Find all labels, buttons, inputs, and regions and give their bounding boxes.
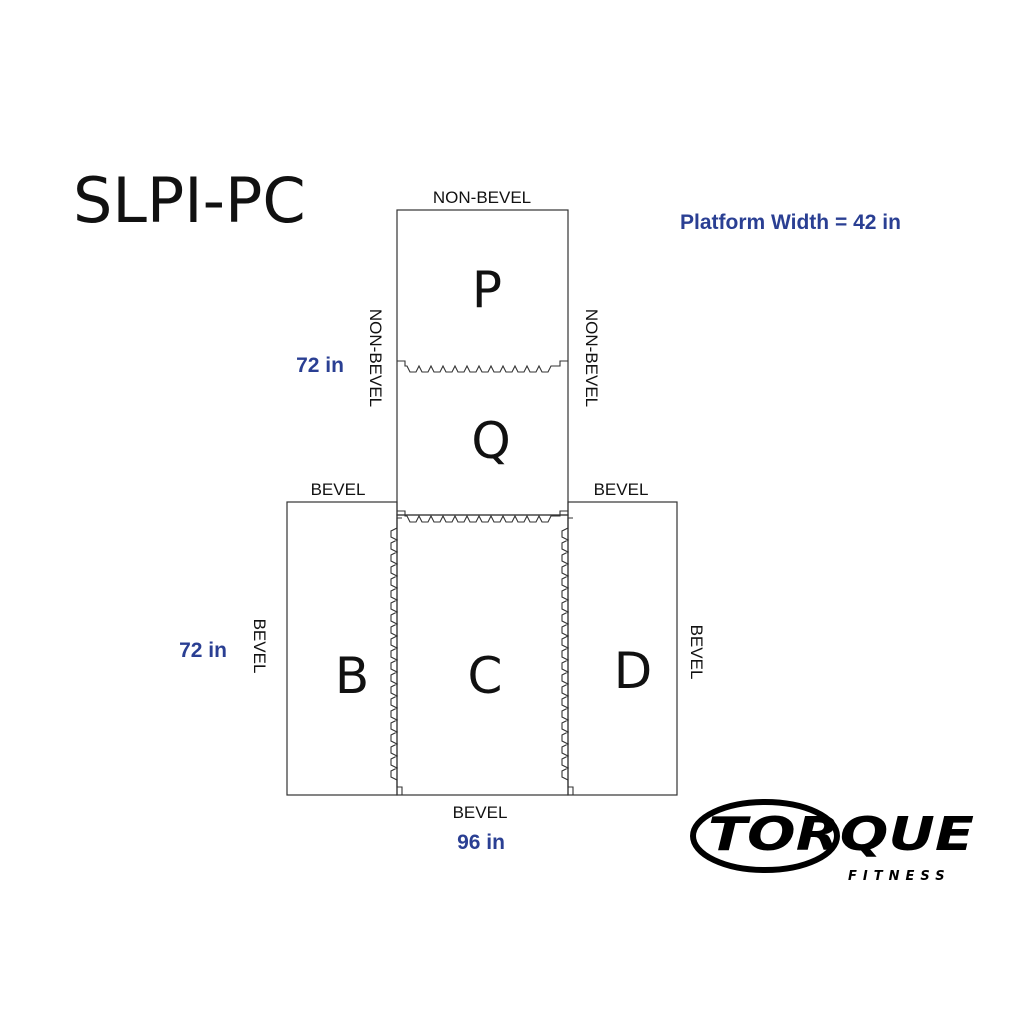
bevel-bottom-label: BEVEL bbox=[453, 803, 508, 822]
platform-width-label: Platform Width = 42 in bbox=[680, 211, 901, 234]
tile-c-label: C bbox=[468, 647, 503, 705]
logo-swoosh bbox=[690, 799, 840, 873]
top-edge-label: NON-BEVEL bbox=[433, 188, 531, 207]
lower-dimension: 72 in bbox=[179, 639, 227, 662]
tile-p-label: P bbox=[472, 261, 502, 319]
interlock-seams bbox=[390, 360, 574, 795]
bevel-left-side-label: BEVEL bbox=[250, 619, 269, 674]
page-title: SLPI-PC bbox=[73, 164, 306, 237]
logo-wordmark: TORQUE bbox=[708, 807, 974, 861]
bottom-dimension: 96 in bbox=[457, 831, 505, 854]
logo-subtitle: FITNESS bbox=[848, 869, 951, 884]
torque-fitness-logo: TORQUE FITNESS bbox=[690, 799, 974, 884]
tile-b-label: B bbox=[335, 647, 369, 705]
bevel-right-side-label: BEVEL bbox=[687, 625, 706, 680]
bevel-left-top-label: BEVEL bbox=[311, 480, 366, 499]
tile-d-label: D bbox=[614, 642, 653, 700]
upper-dimension: 72 in bbox=[296, 354, 344, 377]
bevel-right-top-label: BEVEL bbox=[594, 480, 649, 499]
left-upper-edge-label: NON-BEVEL bbox=[366, 309, 385, 407]
tile-q-label: Q bbox=[471, 412, 510, 470]
right-upper-edge-label: NON-BEVEL bbox=[582, 309, 601, 407]
